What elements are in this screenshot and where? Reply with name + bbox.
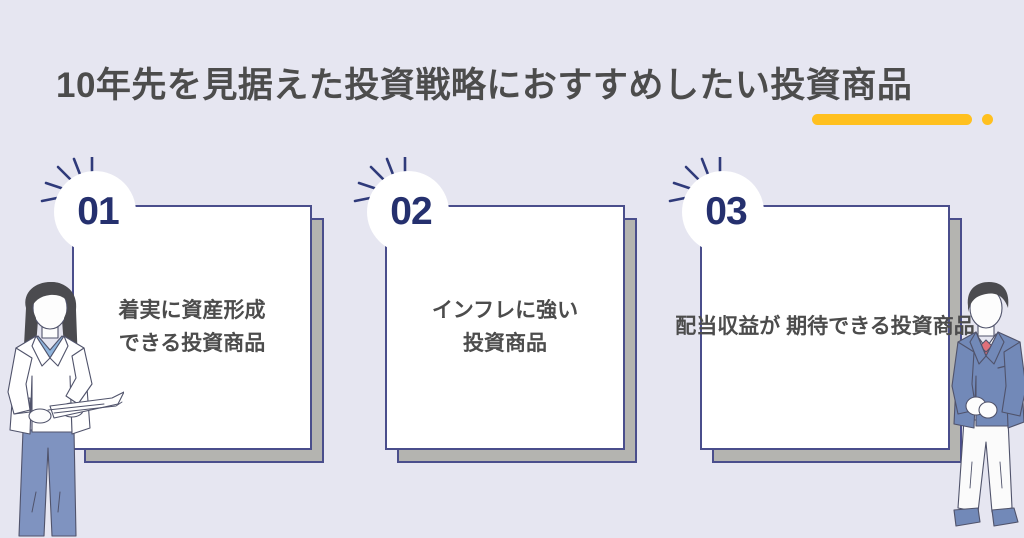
badge-number-01: 01 [77, 190, 119, 233]
badge-number-02: 02 [390, 190, 432, 233]
card-badge-01: 01 [40, 157, 136, 253]
card-text-02: インフレに強い 投資商品 [431, 298, 579, 355]
businessman-illustration [951, 282, 1024, 527]
card-text-01: 着実に資産形成 できる投資商品 [118, 298, 266, 355]
page-title: 10年先を見据えた投資戦略におすすめしたい投資商品 [56, 66, 913, 105]
badge-circle-02 [367, 171, 449, 253]
title-underline-accent [812, 114, 972, 125]
card-badge-02: 02 [353, 157, 449, 253]
feature-card-03[interactable]: 配当収益が 期待できる投資商品 03 [668, 157, 975, 463]
card-badge-03: 03 [668, 157, 764, 253]
badge-number-03: 03 [705, 190, 747, 233]
badge-circle-01 [54, 171, 136, 253]
title-accent-dot [982, 114, 993, 125]
badge-circle-03 [682, 171, 764, 253]
card-text-03: 配当収益が 期待できる投資商品 [675, 315, 975, 339]
feature-card-01[interactable]: 着実に資産形成 できる投資商品 01 [40, 157, 324, 463]
businesswoman-illustration [7, 282, 124, 537]
feature-card-02[interactable]: インフレに強い 投資商品 02 [353, 157, 637, 463]
page-title-block: 10年先を見据えた投資戦略におすすめしたい投資商品 [56, 62, 993, 132]
